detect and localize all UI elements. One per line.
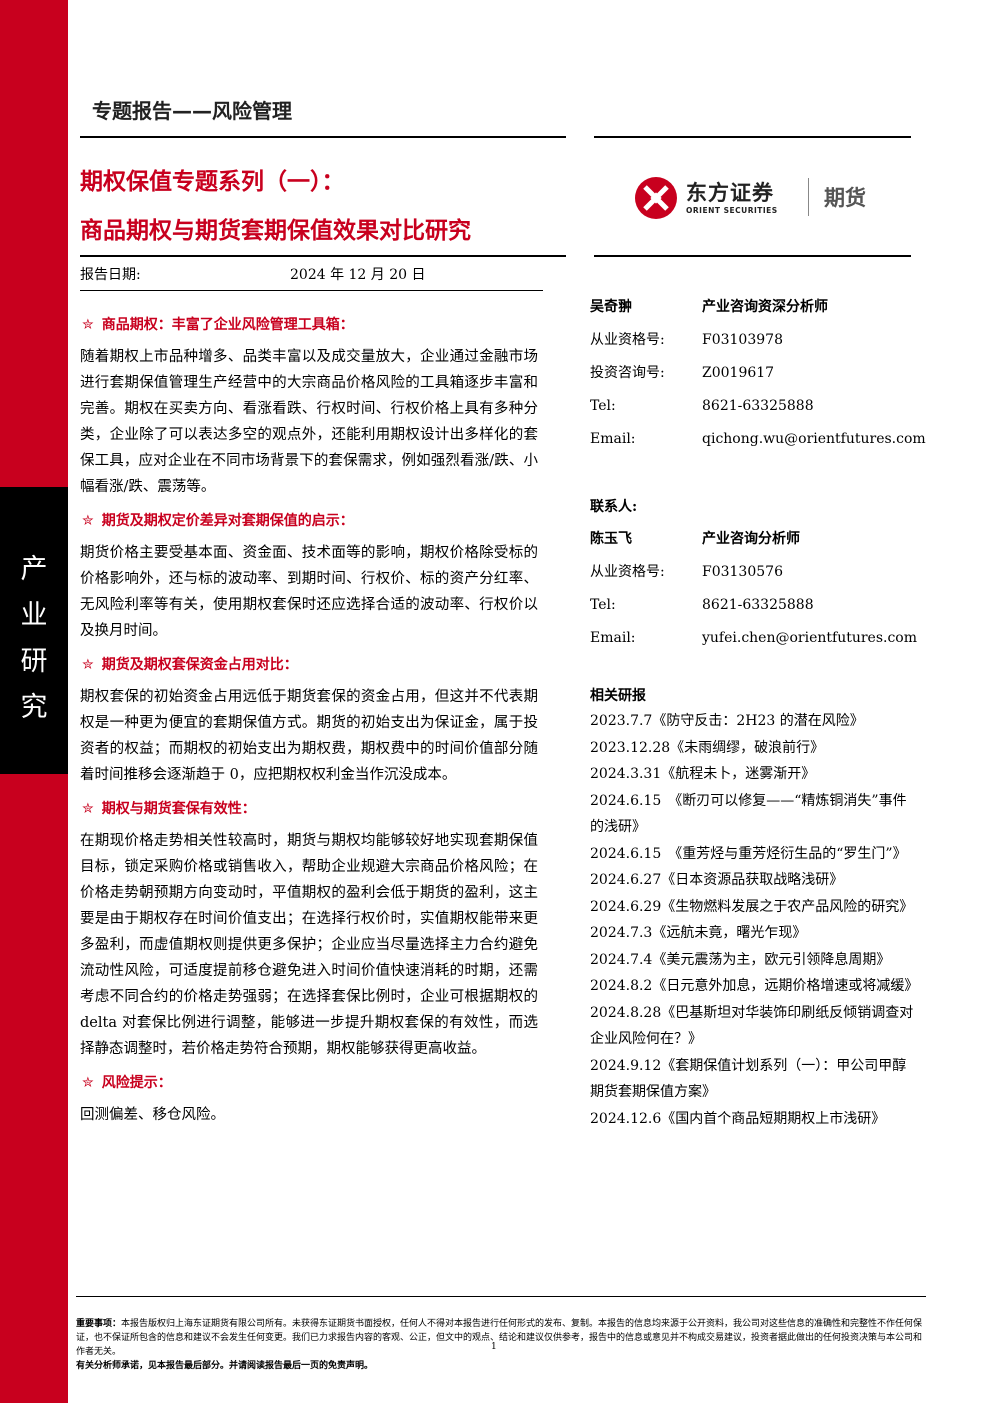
contact-label: 联系人:	[590, 499, 638, 515]
side-vertical-label: 产 业 研 究	[20, 554, 48, 723]
section: ✮ 风险提示： 回测偏差、移仓风险。	[80, 1072, 538, 1128]
related-list: 2023.7.7《防守反击：2H23 的潜在风险》 2023.12.28《未雨绸…	[590, 708, 919, 1132]
contact-field-value: F03130576	[702, 564, 783, 580]
related-item[interactable]: 2024.3.31《航程未卜，迷雾渐开》	[590, 766, 816, 782]
report-topic: 专题报告——风险管理	[92, 99, 292, 123]
related-heading: 相关研报	[590, 688, 646, 704]
section-body: 期权套保的初始资金占用远低于期货套保的资金占用，但这并不代表期权是一种更为便宜的…	[80, 689, 538, 783]
section: ✮ 期权与期货套保有效性： 在期现价格走势相关性较高时，期货与期权均能够较好地实现…	[80, 798, 538, 1062]
contact-field-key: Email:	[590, 630, 636, 646]
analyst-name: 吴奇翀	[590, 299, 632, 315]
section-heading: 风险提示：	[101, 1075, 172, 1091]
date-value: 2024 年 12 月 20 日	[290, 267, 426, 283]
contact-field-key: 从业资格号:	[590, 564, 665, 580]
section-body: 期货价格主要受基本面、资金面、技术面等的影响，期权价格除受标的价格影响外，还与标…	[80, 545, 538, 639]
star-icon: ✮	[82, 801, 94, 817]
contact-name: 陈玉飞	[590, 531, 632, 547]
report-title-line1: 期权保值专题系列（一）：	[80, 169, 345, 195]
section-body: 随着期权上市品种增多、品类丰富以及成交量放大，企业通过金融市场进行套期保值管理生…	[80, 349, 538, 495]
section-heading: 期货及期权套保资金占用对比：	[101, 657, 298, 673]
contact-email[interactable]: yufei.chen@orientfutures.com	[702, 630, 918, 646]
analyst-field-key: Tel:	[590, 398, 616, 414]
orient-logo: 东方证券 ORIENT SECURITIES 期货	[634, 174, 894, 224]
divider-mid-right	[594, 255, 911, 257]
analyst-field-value: F03103978	[702, 332, 783, 348]
disclaimer-last: 有关分析师承诺，见本报告最后部分。并请阅读报告最后一页的免责声明。	[76, 1361, 374, 1371]
star-icon: ✮	[82, 513, 94, 529]
date-label: 报告日期:	[80, 267, 141, 283]
main-content: ✮ 商品期权：丰富了企业风险管理工具箱： 随着期权上市品种增多、品类丰富以及成交量…	[80, 314, 538, 1138]
related-item[interactable]: 2024.7.3《远航未竟，曙光乍现》	[590, 925, 807, 941]
analyst-title: 产业咨询资深分析师	[702, 299, 828, 315]
star-icon: ✮	[82, 317, 94, 333]
analyst-field-key: 从业资格号:	[590, 332, 665, 348]
section-body: 回测偏差、移仓风险。	[80, 1107, 225, 1123]
related-item[interactable]: 2024.8.28《巴基斯坦对华装饰印刷纸反倾销调查对企业风险何在？》	[590, 1004, 914, 1048]
related-item[interactable]: 2024.6.29《生物燃料发展之于农产品风险的研究》	[590, 898, 914, 915]
section: ✮ 期货及期权套保资金占用对比： 期权套保的初始资金占用远低于期货套保的资金占用，…	[80, 654, 538, 788]
report-date: 报告日期: 2024 年 12 月 20 日	[80, 264, 426, 284]
related-item[interactable]: 2024.6.27《日本资源品获取战略浅研》	[590, 872, 844, 888]
orient-logo-icon	[635, 177, 677, 219]
contact-field-key: Tel:	[590, 597, 616, 613]
contact-title: 产业咨询分析师	[702, 531, 800, 547]
contact-field-value: 8621-63325888	[702, 597, 814, 613]
report-title-line2: 商品期权与期货套期保值效果对比研究	[80, 218, 471, 244]
logo-separator	[808, 178, 809, 216]
related-item[interactable]: 2024.6.15 《重芳烃与重芳烃衍生品的“罗生门”》	[590, 845, 907, 862]
section: ✮ 期货及期权定价差异对套期保值的启示： 期货价格主要受基本面、资金面、技术面等的…	[80, 510, 538, 644]
related-item[interactable]: 2024.6.15 《断刃可以修复——“精炼铜消失”事件的浅研》	[590, 792, 907, 836]
section-heading: 商品期权：丰富了企业风险管理工具箱：	[101, 317, 354, 333]
related-item[interactable]: 2024.8.2《日元意外加息，远期价格增速或将减缓》	[590, 978, 919, 994]
page-number: 1	[491, 1342, 497, 1352]
divider-mid-left	[80, 255, 566, 257]
logo-sub: ORIENT SECURITIES	[686, 206, 778, 215]
analyst-field-key: Email:	[590, 431, 636, 447]
section-heading: 期权与期货套保有效性：	[101, 801, 256, 817]
disclaimer: 重要事项：本报告版权归上海东证期货有限公司所有。未获得东证期货书面授权，任何人不…	[76, 1317, 926, 1373]
star-icon: ✮	[82, 1075, 94, 1091]
related-item[interactable]: 2024.9.12《套期保值计划系列（一）：甲公司甲醇期货套期保值方案》	[590, 1057, 907, 1101]
analyst-field-value: 8621-63325888	[702, 398, 814, 414]
section-body: 在期现价格走势相关性较高时，期货与期权均能够较好地实现套期保值目标，锁定采购价格…	[80, 833, 538, 1057]
analyst-field-key: 投资咨询号:	[590, 365, 665, 381]
related-item[interactable]: 2023.12.28《未雨绸缪，破浪前行》	[590, 739, 825, 756]
star-icon: ✮	[82, 657, 94, 673]
analyst-email[interactable]: qichong.wu@orientfutures.com	[702, 431, 926, 447]
logo-name: 东方证券	[686, 181, 774, 205]
logo-suffix: 期货	[824, 186, 866, 210]
section-heading: 期货及期权定价差异对套期保值的启示：	[101, 513, 354, 529]
side-label-box	[0, 487, 68, 774]
related-item[interactable]: 2023.7.7《防守反击：2H23 的潜在风险》	[590, 713, 864, 729]
disclaimer-lead: 重要事项：	[76, 1319, 122, 1329]
related-item[interactable]: 2024.7.4《美元震荡为主，欧元引领降息周期》	[590, 951, 891, 968]
section: ✮ 商品期权：丰富了企业风险管理工具箱： 随着期权上市品种增多、品类丰富以及成交量…	[80, 314, 538, 500]
divider-date	[80, 290, 543, 291]
divider-top-right	[594, 136, 911, 138]
related-item[interactable]: 2024.12.6《国内首个商品短期期权上市浅研》	[590, 1110, 886, 1127]
divider-top-left	[80, 136, 566, 138]
divider-footer	[76, 1296, 926, 1297]
disclaimer-text: 本报告版权归上海东证期货有限公司所有。未获得东证期货书面授权，任何人不得对本报告…	[76, 1319, 923, 1357]
analyst-field-value: Z0019617	[702, 365, 775, 381]
